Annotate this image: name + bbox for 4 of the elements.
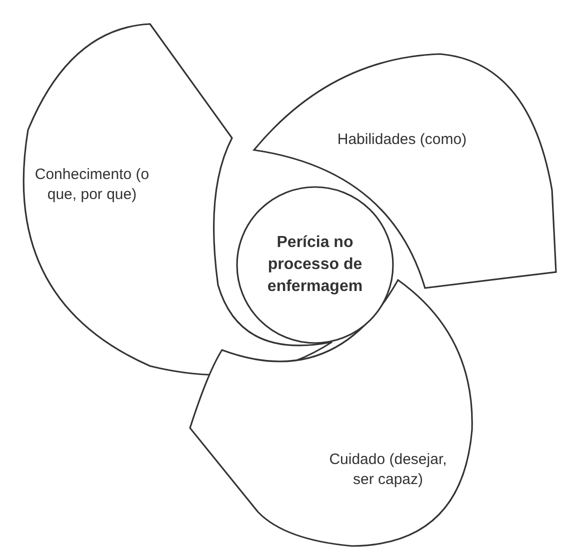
petal-label: Cuidado (desejar, ser capaz): [328, 450, 448, 490]
petal-label: Habilidades (como): [337, 130, 467, 150]
petal-label: Conhecimento (o que, por que): [34, 165, 150, 205]
center-label: Perícia no processo de enfermagem: [266, 233, 364, 297]
